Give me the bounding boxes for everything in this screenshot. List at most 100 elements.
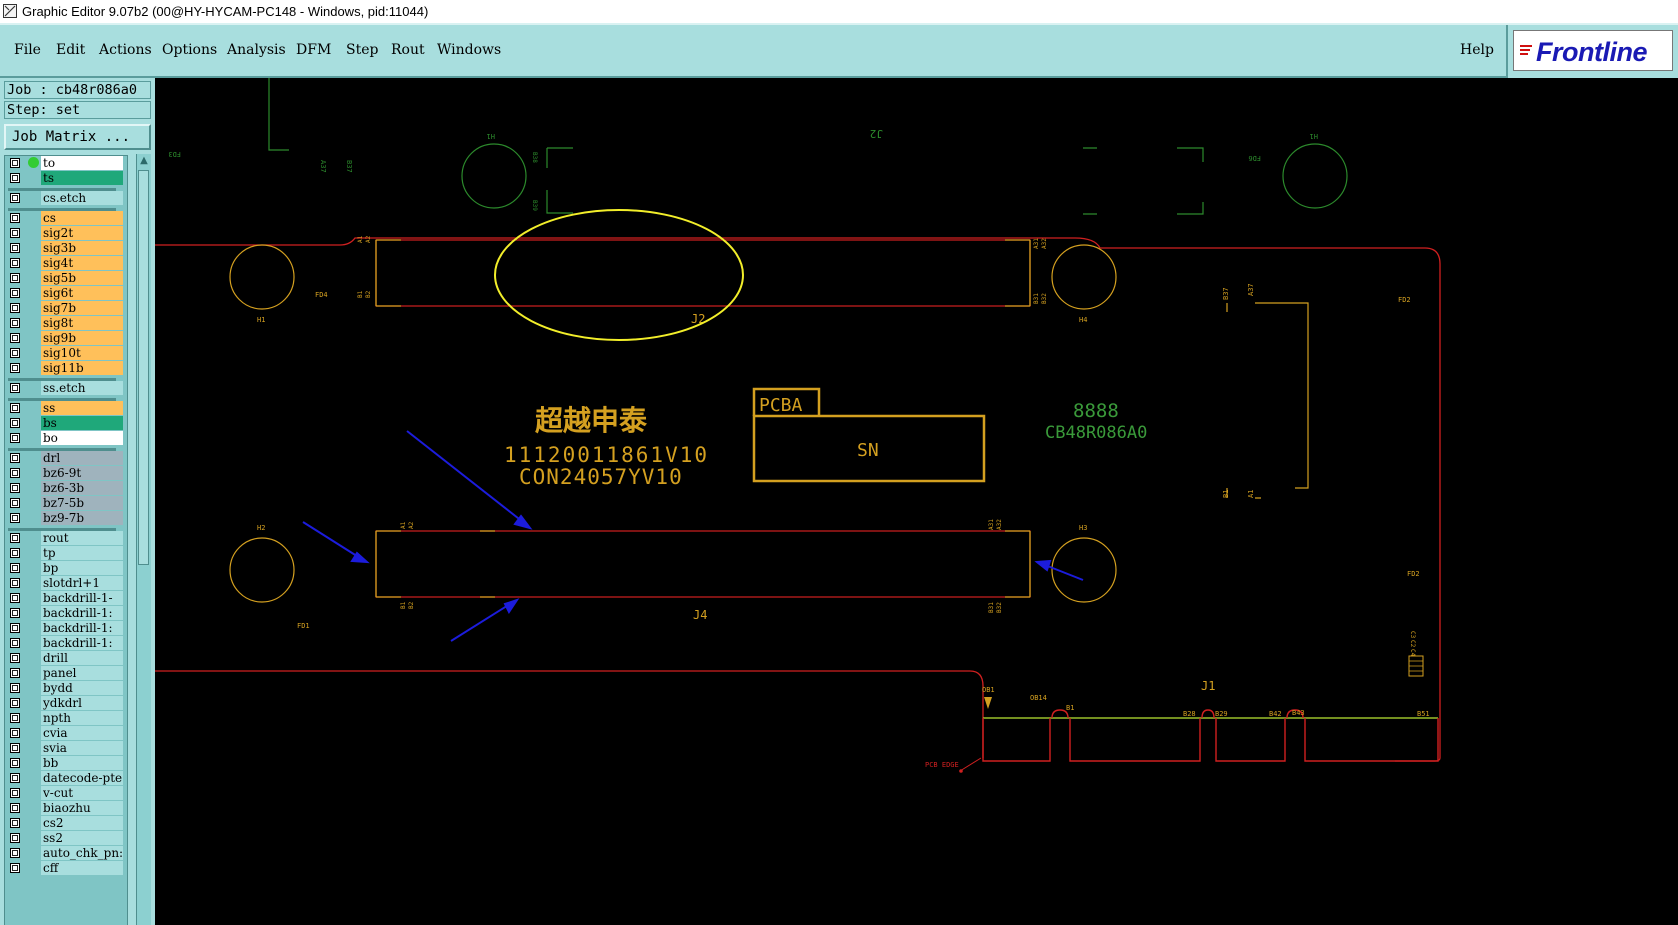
layer-row-cvia[interactable]: cvia	[8, 726, 123, 740]
menu-options[interactable]: Options	[162, 42, 217, 58]
layer-checkbox[interactable]	[10, 453, 20, 463]
layer-name[interactable]: v-cut	[41, 786, 123, 800]
layer-name[interactable]: ts	[41, 171, 123, 185]
layer-row-ss[interactable]: ss	[8, 401, 123, 415]
layer-checkbox[interactable]	[10, 728, 20, 738]
layer-checkbox[interactable]	[10, 758, 20, 768]
layer-checkbox[interactable]	[10, 333, 20, 343]
layer-checkbox[interactable]	[10, 418, 20, 428]
layer-checkbox[interactable]	[10, 288, 20, 298]
layer-checkbox[interactable]	[10, 363, 20, 373]
layer-name[interactable]: bz9-7b	[41, 511, 123, 525]
layer-checkbox[interactable]	[10, 348, 20, 358]
layer-checkbox[interactable]	[10, 173, 20, 183]
layer-row-bb[interactable]: bb	[8, 756, 123, 770]
layer-checkbox[interactable]	[10, 713, 20, 723]
layer-checkbox[interactable]	[10, 318, 20, 328]
layer-checkbox[interactable]	[10, 273, 20, 283]
layer-row-bz6-9t[interactable]: bz6-9t	[8, 466, 123, 480]
layer-checkbox[interactable]	[10, 513, 20, 523]
layer-checkbox[interactable]	[10, 213, 20, 223]
layer-name[interactable]: rout	[41, 531, 123, 545]
layer-row-v-cut[interactable]: v-cut	[8, 786, 123, 800]
layer-list-scrollbar[interactable]: ▲	[136, 154, 151, 925]
layer-checkbox[interactable]	[10, 303, 20, 313]
layer-row-panel[interactable]: panel	[8, 666, 123, 680]
layer-name[interactable]: cs.etch	[41, 191, 123, 205]
layer-name[interactable]: ss	[41, 401, 123, 415]
job-matrix-button[interactable]: Job Matrix ...	[4, 124, 151, 150]
menu-windows[interactable]: Windows	[437, 42, 501, 58]
layer-row-bo[interactable]: bo	[8, 431, 123, 445]
layer-name[interactable]: cff	[41, 861, 123, 875]
layer-checkbox[interactable]	[10, 773, 20, 783]
layer-name[interactable]: drl	[41, 451, 123, 465]
layer-checkbox[interactable]	[10, 258, 20, 268]
layer-name[interactable]: cs	[41, 211, 123, 225]
layer-name[interactable]: bp	[41, 561, 123, 575]
layer-name[interactable]: sig5b	[41, 271, 123, 285]
layer-row-bz9-7b[interactable]: bz9-7b	[8, 511, 123, 525]
layer-checkbox[interactable]	[10, 698, 20, 708]
layer-row-sig11b[interactable]: sig11b	[8, 361, 123, 375]
layer-checkbox[interactable]	[10, 623, 20, 633]
layer-name[interactable]: ydkdrl	[41, 696, 123, 710]
layer-row-svia[interactable]: svia	[8, 741, 123, 755]
layer-checkbox[interactable]	[10, 468, 20, 478]
menu-edit[interactable]: Edit	[56, 42, 85, 58]
layer-name[interactable]: bs	[41, 416, 123, 430]
layer-checkbox[interactable]	[10, 243, 20, 253]
layer-row-backdrill-1[interactable]: backdrill-1:	[8, 636, 123, 650]
layer-row-bz7-5b[interactable]: bz7-5b	[8, 496, 123, 510]
layer-row-cs[interactable]: cs	[8, 211, 123, 225]
layer-checkbox[interactable]	[10, 668, 20, 678]
layer-name[interactable]: sig6t	[41, 286, 123, 300]
layer-name[interactable]: npth	[41, 711, 123, 725]
layer-name[interactable]: sig7b	[41, 301, 123, 315]
layer-row-ts[interactable]: ts	[8, 171, 123, 185]
menu-file[interactable]: File	[14, 42, 41, 58]
layer-row-sig10t[interactable]: sig10t	[8, 346, 123, 360]
menu-dfm[interactable]: DFM	[296, 42, 331, 58]
layer-checkbox[interactable]	[10, 158, 20, 168]
menu-analysis[interactable]: Analysis	[227, 42, 286, 58]
layer-name[interactable]: sig2t	[41, 226, 123, 240]
layer-checkbox[interactable]	[10, 683, 20, 693]
layer-checkbox[interactable]	[10, 578, 20, 588]
layer-name[interactable]: backdrill-1:	[41, 606, 123, 620]
layer-row-drl[interactable]: drl	[8, 451, 123, 465]
layer-checkbox[interactable]	[10, 638, 20, 648]
layer-row-npth[interactable]: npth	[8, 711, 123, 725]
menu-help[interactable]: Help	[1460, 42, 1494, 58]
layer-row-sig2t[interactable]: sig2t	[8, 226, 123, 240]
layer-checkbox[interactable]	[10, 818, 20, 828]
layer-name[interactable]: sig9b	[41, 331, 123, 345]
layer-name[interactable]: slotdrl+1	[41, 576, 123, 590]
menu-actions[interactable]: Actions	[99, 42, 152, 58]
layer-checkbox[interactable]	[10, 548, 20, 558]
layer-row-bz6-3b[interactable]: bz6-3b	[8, 481, 123, 495]
layer-checkbox[interactable]	[10, 803, 20, 813]
layer-checkbox[interactable]	[10, 848, 20, 858]
layer-checkbox[interactable]	[10, 833, 20, 843]
layer-row-bs[interactable]: bs	[8, 416, 123, 430]
layer-row-cs2[interactable]: cs2	[8, 816, 123, 830]
layer-name[interactable]: bz7-5b	[41, 496, 123, 510]
layer-checkbox[interactable]	[10, 533, 20, 543]
layer-name[interactable]: panel	[41, 666, 123, 680]
layer-row-bydd[interactable]: bydd	[8, 681, 123, 695]
layer-row-backdrill-1[interactable]: backdrill-1:	[8, 606, 123, 620]
layer-name[interactable]: bb	[41, 756, 123, 770]
layer-name[interactable]: bz6-9t	[41, 466, 123, 480]
layer-row-biaozhu[interactable]: biaozhu	[8, 801, 123, 815]
layer-checkbox[interactable]	[10, 383, 20, 393]
layer-row-sig3b[interactable]: sig3b	[8, 241, 123, 255]
scrollbar-thumb[interactable]	[138, 170, 149, 565]
layer-name[interactable]: ss.etch	[41, 381, 123, 395]
layer-row-ss-etch[interactable]: ss.etch	[8, 381, 123, 395]
layer-checkbox[interactable]	[10, 608, 20, 618]
layer-name[interactable]: sig10t	[41, 346, 123, 360]
layer-name[interactable]: auto_chk_pn:	[41, 846, 123, 860]
scroll-up-arrow-icon[interactable]: ▲	[140, 155, 148, 166]
layer-checkbox[interactable]	[10, 193, 20, 203]
